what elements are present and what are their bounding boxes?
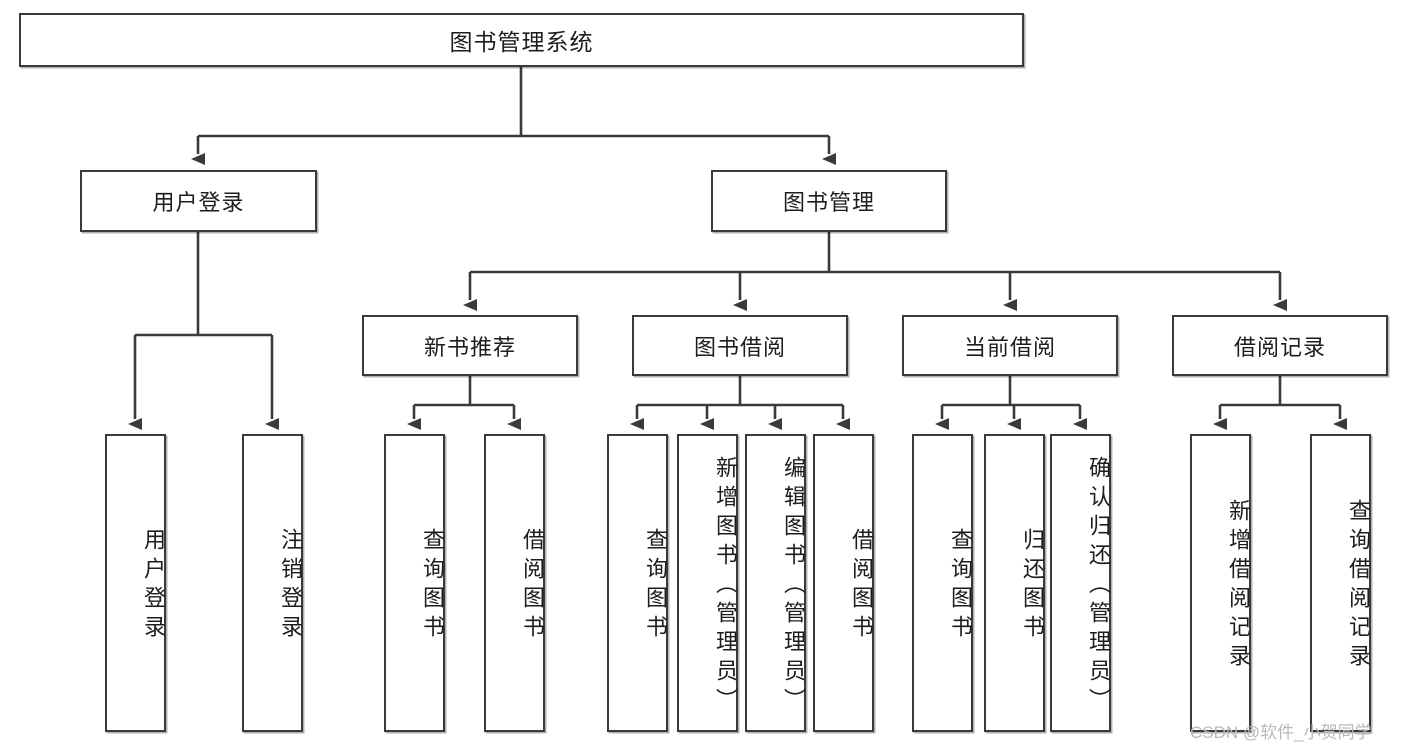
node-label: 用户登录	[152, 190, 245, 215]
node-label: 图书管理系统	[449, 29, 594, 55]
leaf-logout[interactable]: 注销登录	[242, 434, 303, 732]
leaf-current-confirm-return-admin[interactable]: 确认归还（管理员）	[1050, 434, 1111, 732]
node-label: 新书推荐	[423, 334, 516, 360]
csdn-watermark: CSDN @软件_小贺同学	[1190, 723, 1372, 742]
node-label: 借阅图书	[520, 528, 545, 644]
node-label: 新增图书（管理员）	[713, 455, 738, 717]
node-label: 查询图书	[643, 528, 668, 644]
node-label: 查询图书	[948, 528, 973, 644]
node-book-borrowing[interactable]: 图书借阅	[632, 315, 848, 376]
node-label: 查询借阅记录	[1346, 499, 1371, 673]
node-user-login[interactable]: 用户登录	[80, 170, 317, 232]
leaf-borrow-edit-book-admin[interactable]: 编辑图书（管理员）	[745, 434, 806, 732]
node-label: 归还图书	[1020, 528, 1045, 644]
node-label: 借阅记录	[1233, 334, 1326, 360]
node-new-book-recommendation[interactable]: 新书推荐	[362, 315, 578, 376]
node-book-management[interactable]: 图书管理	[711, 170, 947, 232]
node-label: 当前借阅	[963, 334, 1056, 360]
leaf-borrow-query-book[interactable]: 查询图书	[607, 434, 668, 732]
leaf-borrow-add-book-admin[interactable]: 新增图书（管理员）	[677, 434, 738, 732]
node-label: 查询图书	[420, 528, 445, 644]
node-label: 新增借阅记录	[1226, 499, 1251, 673]
leaf-user-login[interactable]: 用户登录	[105, 434, 166, 732]
node-label: 用户登录	[141, 528, 166, 644]
leaf-current-return-book[interactable]: 归还图书	[984, 434, 1045, 732]
leaf-current-query-book[interactable]: 查询图书	[912, 434, 973, 732]
node-label: 图书借阅	[693, 334, 786, 360]
node-label: 确认归还（管理员）	[1086, 455, 1111, 717]
node-borrowing-records[interactable]: 借阅记录	[1172, 315, 1388, 376]
leaf-newbook-query-book[interactable]: 查询图书	[384, 434, 445, 732]
node-label: 编辑图书（管理员）	[781, 455, 806, 717]
node-label: 图书管理	[782, 190, 875, 215]
leaf-record-add-record[interactable]: 新增借阅记录	[1190, 434, 1251, 732]
node-root-book-management-system[interactable]: 图书管理系统	[19, 13, 1024, 67]
node-label: 借阅图书	[849, 528, 874, 644]
node-current-borrowing[interactable]: 当前借阅	[902, 315, 1118, 376]
leaf-record-query-record[interactable]: 查询借阅记录	[1310, 434, 1371, 732]
leaf-newbook-borrow-book[interactable]: 借阅图书	[484, 434, 545, 732]
node-label: 注销登录	[278, 528, 303, 644]
leaf-borrow-borrow-book[interactable]: 借阅图书	[813, 434, 874, 732]
